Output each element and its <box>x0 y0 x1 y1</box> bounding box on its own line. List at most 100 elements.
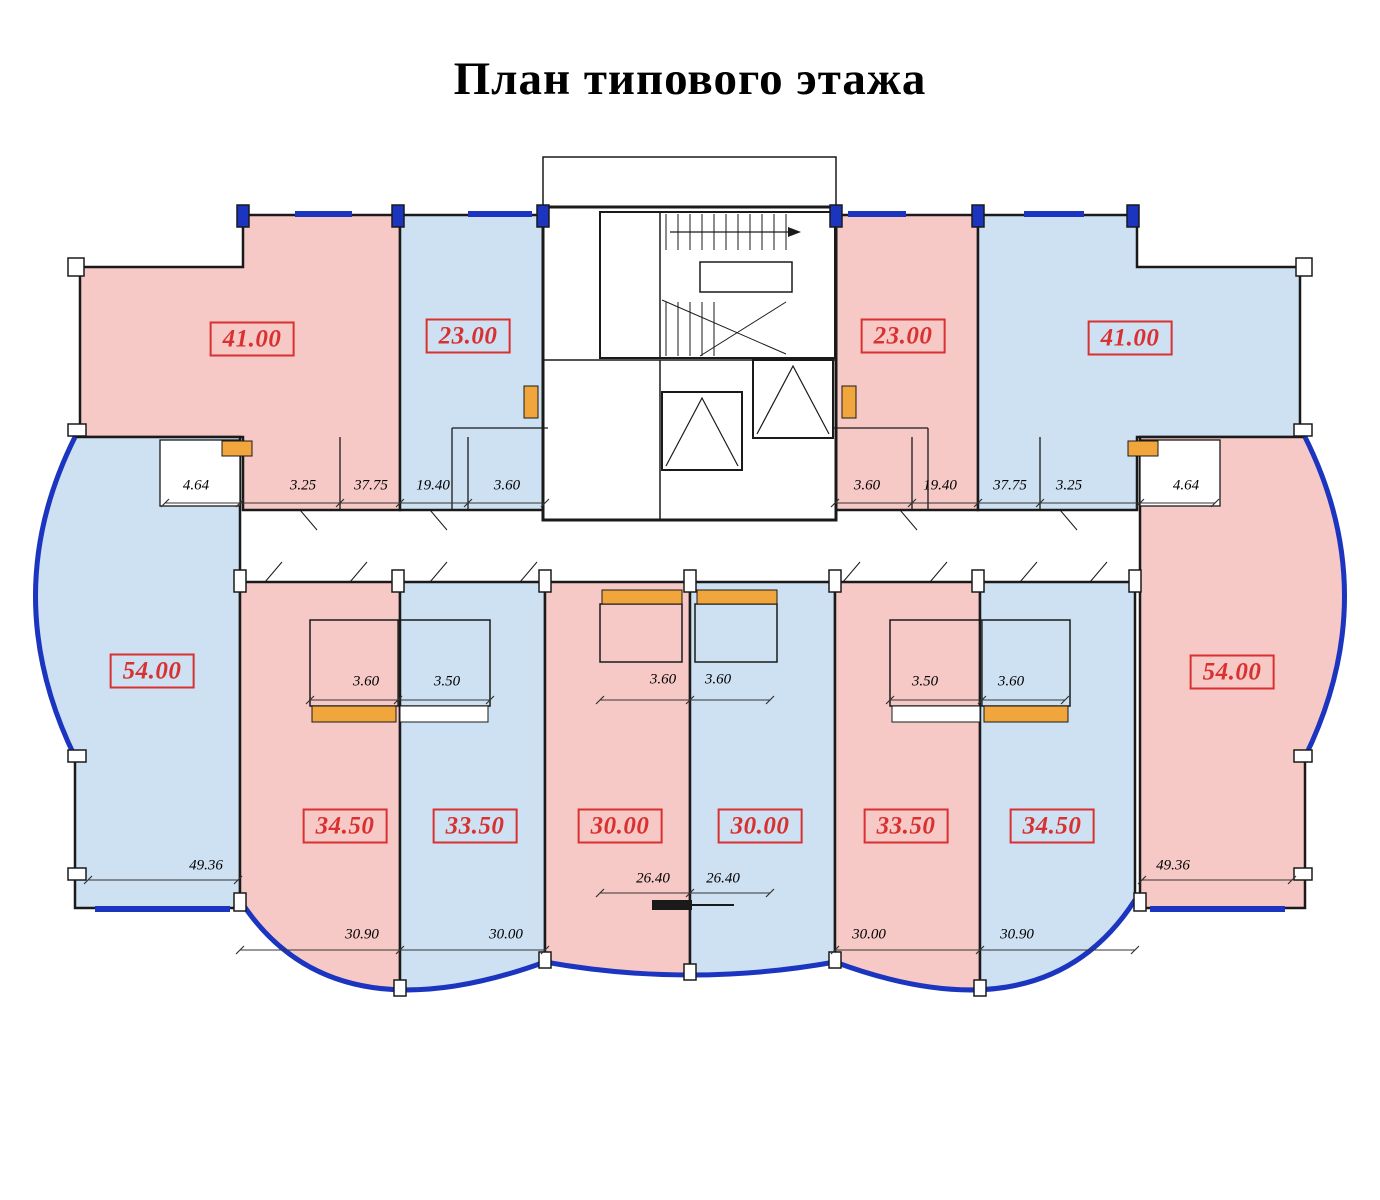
top-room-partitions <box>339 427 1041 510</box>
area-label-top-right-41: 41.00 <box>1087 320 1173 356</box>
dim-left-width: 49.36 <box>189 857 223 874</box>
bay-arc-left <box>33 435 78 759</box>
column <box>393 979 407 997</box>
area-label-left-54: 54.00 <box>109 653 195 689</box>
dim-mid-left-1: 3.60 <box>352 673 380 690</box>
column <box>971 204 985 228</box>
dim-right-width: 49.36 <box>1156 857 1190 874</box>
sill-room-right <box>1127 440 1159 457</box>
column <box>538 569 552 593</box>
dim-bottom-4: 30.90 <box>1000 926 1034 943</box>
stair-break-lines <box>661 299 787 357</box>
column <box>1126 204 1140 228</box>
area-label-top-right-23: 23.00 <box>860 318 946 354</box>
dimension-line-set <box>88 502 1292 951</box>
entry-step-block <box>652 900 692 910</box>
area-label-bottom-2: 33.50 <box>432 808 518 844</box>
column <box>233 569 247 593</box>
dim-top-left-2: 3.25 <box>289 477 317 494</box>
dim-mid-left-2: 3.50 <box>433 673 461 690</box>
dimension-lines <box>83 498 1297 955</box>
area-label-top-left-23: 23.00 <box>425 318 511 354</box>
sill-center-right <box>696 589 778 605</box>
dim-bottom-2: 30.00 <box>489 926 523 943</box>
elevator-shaft-left <box>661 391 743 471</box>
kitchen-left-counter <box>399 705 489 723</box>
column <box>233 892 247 912</box>
column-markers <box>67 204 1313 997</box>
dim-bottom-3: 30.00 <box>852 926 886 943</box>
area-label-bottom-1: 34.50 <box>302 808 388 844</box>
sill-room-left <box>221 440 253 457</box>
column <box>1293 423 1313 437</box>
stair-direction-arrow <box>788 227 801 237</box>
column <box>67 867 87 881</box>
unit-shape-bottom-33-left <box>398 580 547 992</box>
sill-top-left <box>523 385 539 419</box>
dim-top-right-2: 19.40 <box>923 477 957 494</box>
area-label-bottom-4: 30.00 <box>717 808 803 844</box>
column <box>67 749 87 763</box>
sill-top-right <box>841 385 857 419</box>
area-label-bottom-3: 30.00 <box>577 808 663 844</box>
dim-top-left-1: 4.64 <box>182 477 210 494</box>
dim-mid-center-2: 3.60 <box>704 671 732 688</box>
unit-shape-top-left-23 <box>398 213 550 512</box>
stair-core <box>541 156 838 522</box>
bay-arc-right <box>1302 435 1347 759</box>
dim-center-1: 26.40 <box>636 870 670 887</box>
stair-landing <box>699 261 793 293</box>
column <box>973 979 987 997</box>
area-label-top-left-41: 41.00 <box>209 321 295 357</box>
column <box>1293 749 1313 763</box>
column <box>391 204 405 228</box>
dim-top-right-3: 37.75 <box>993 477 1027 494</box>
area-label-bottom-6: 34.50 <box>1009 808 1095 844</box>
dim-top-right-1: 3.60 <box>853 477 881 494</box>
column <box>683 963 697 981</box>
column <box>236 204 250 228</box>
unit-shape-bottom-30-right <box>688 580 837 977</box>
dimension-tick-set <box>83 498 1297 955</box>
column <box>828 951 842 969</box>
interior-walls <box>264 427 1108 910</box>
unit-shape-bottom-30-left <box>543 580 692 977</box>
dim-top-right-4: 3.25 <box>1055 477 1083 494</box>
column <box>1128 569 1142 593</box>
dim-top-left-5: 3.60 <box>493 477 521 494</box>
stair-treads-lower <box>665 302 715 356</box>
dim-mid-right-2: 3.60 <box>997 673 1025 690</box>
sill-center-left <box>601 589 683 605</box>
page-title: План типового этажа <box>453 53 927 105</box>
column <box>536 204 550 228</box>
column <box>1293 867 1313 881</box>
column <box>829 204 843 228</box>
dim-mid-center-1: 3.60 <box>649 671 677 688</box>
kitchen-right-counter <box>891 705 981 723</box>
dim-top-left-3: 37.75 <box>354 477 388 494</box>
sill-kitchen-left <box>311 705 397 723</box>
window-sills <box>221 385 1159 723</box>
apartment-shapes <box>34 213 1346 992</box>
door-swing-ticks <box>264 509 1108 583</box>
area-label-right-54: 54.00 <box>1189 654 1275 690</box>
column <box>683 569 697 593</box>
column <box>971 569 985 593</box>
dim-top-left-4: 19.40 <box>416 477 450 494</box>
column <box>1295 257 1313 277</box>
dim-center-2: 26.40 <box>706 870 740 887</box>
column <box>538 951 552 969</box>
elevator-symbols <box>665 364 830 467</box>
column <box>1133 892 1147 912</box>
sill-kitchen-right <box>983 705 1069 723</box>
column <box>67 423 87 437</box>
dim-mid-right-1: 3.50 <box>911 673 939 690</box>
column <box>828 569 842 593</box>
core-upper-outline <box>542 156 837 210</box>
unit-shape-top-right-23 <box>830 213 980 512</box>
dim-bottom-1: 30.90 <box>345 926 379 943</box>
dim-top-right-5: 4.64 <box>1172 477 1200 494</box>
column <box>391 569 405 593</box>
